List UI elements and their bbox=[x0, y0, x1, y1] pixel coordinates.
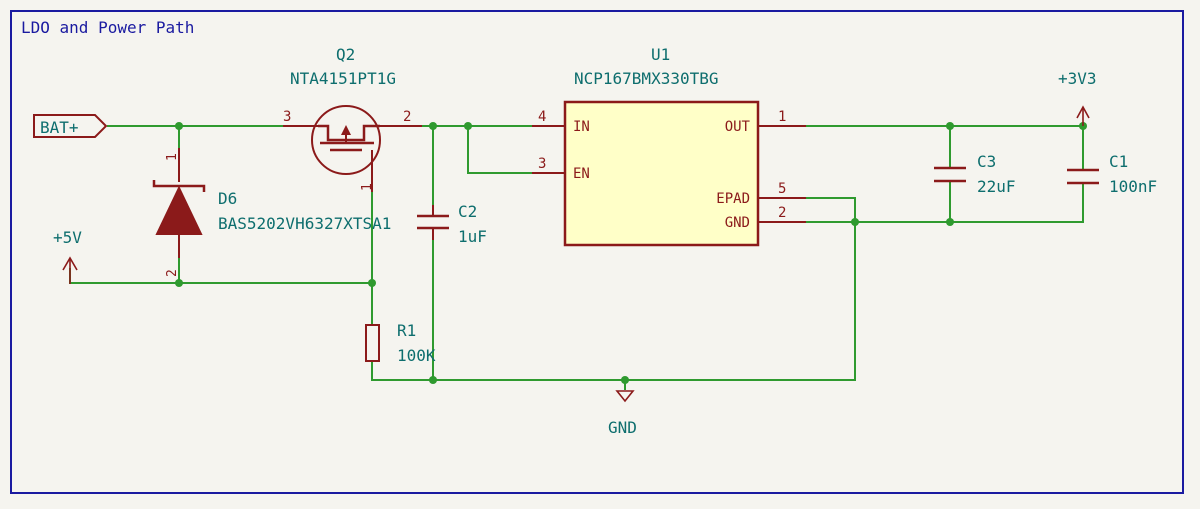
power-gnd: GND bbox=[608, 390, 637, 437]
junction bbox=[464, 122, 472, 130]
u1-value: NCP167BMX330TBG bbox=[574, 69, 719, 88]
wire-5v-rail bbox=[69, 268, 372, 284]
u1-ref: U1 bbox=[651, 45, 670, 64]
wire-out-rail bbox=[806, 125, 1084, 160]
capacitor-c2: C2 1uF bbox=[417, 202, 487, 246]
d6-ref: D6 bbox=[218, 189, 237, 208]
junction bbox=[175, 279, 183, 287]
c2-ref: C2 bbox=[458, 202, 477, 221]
sheet-title: LDO and Power Path bbox=[21, 18, 194, 37]
ic-u1: 4 3 1 5 2 IN EN OUT EPAD GND U1 NCP167BM… bbox=[532, 45, 806, 247]
diode-cathode-bar-icon bbox=[152, 180, 206, 192]
power-3v3: +3V3 bbox=[1058, 69, 1097, 126]
wire-gnd-rail bbox=[371, 222, 856, 381]
power-arrow-icon bbox=[1076, 105, 1090, 119]
u1-pin-en-num: 3 bbox=[538, 156, 546, 172]
sheet-frame bbox=[10, 10, 1184, 494]
d6-value: BAS5202VH6327XTSA1 bbox=[218, 214, 391, 233]
wire-en-tie bbox=[467, 126, 532, 174]
bat-label-outline bbox=[33, 114, 108, 138]
junction bbox=[368, 279, 376, 287]
d6-pin-a-num: 2 bbox=[165, 269, 180, 277]
wire-epad-tie bbox=[806, 197, 856, 222]
u1-pin-out-name: OUT bbox=[725, 119, 751, 135]
mosfet-q2: 3 2 1 Q2 NTA4151PT1G bbox=[283, 45, 422, 192]
u1-pin-in-num: 4 bbox=[538, 109, 546, 125]
wire-gnd-right bbox=[806, 195, 1084, 223]
u1-pin-en-name: EN bbox=[573, 166, 590, 182]
q2-pin-drain-num: 2 bbox=[403, 109, 411, 125]
capacitor-c3: C3 22uF bbox=[934, 152, 1016, 196]
resistor-body-icon bbox=[365, 324, 380, 362]
u1-body bbox=[563, 100, 760, 247]
junction bbox=[621, 376, 629, 384]
q2-pin-gate-num: 1 bbox=[360, 183, 375, 191]
c3-ref: C3 bbox=[977, 152, 996, 171]
c3-value: 22uF bbox=[977, 177, 1016, 196]
mosfet-arrow-icon bbox=[341, 125, 351, 135]
junction bbox=[946, 218, 954, 226]
r1-value: 100K bbox=[397, 346, 436, 365]
power-arrow-icon bbox=[62, 256, 78, 271]
resistor-r1: R1 100K bbox=[365, 321, 436, 365]
power-3v3-label: +3V3 bbox=[1058, 69, 1097, 88]
junction bbox=[175, 122, 183, 130]
junction bbox=[946, 122, 954, 130]
capacitor-c1: C1 100nF bbox=[1067, 152, 1157, 196]
diode-triangle-icon bbox=[155, 185, 203, 235]
power-5v-label: +5V bbox=[53, 228, 82, 247]
bat-label-text: BAT+ bbox=[40, 118, 79, 137]
q2-pin-source-num: 3 bbox=[283, 109, 291, 125]
u1-pin-gnd-num: 2 bbox=[778, 205, 786, 221]
u1-pin-in-name: IN bbox=[573, 119, 590, 135]
junction bbox=[429, 122, 437, 130]
gnd-label: GND bbox=[608, 418, 637, 437]
c2-value: 1uF bbox=[458, 227, 487, 246]
q2-value: NTA4151PT1G bbox=[290, 69, 396, 88]
u1-pin-epad-num: 5 bbox=[778, 181, 786, 197]
junction bbox=[851, 218, 859, 226]
q2-ref: Q2 bbox=[336, 45, 355, 64]
d6-pin-k-num: 1 bbox=[165, 153, 180, 161]
c1-ref: C1 bbox=[1109, 152, 1128, 171]
c1-value: 100nF bbox=[1109, 177, 1157, 196]
power-5v: +5V bbox=[53, 228, 82, 284]
u1-pin-epad-name: EPAD bbox=[716, 191, 750, 207]
u1-pin-gnd-name: GND bbox=[725, 215, 750, 231]
junction bbox=[429, 376, 437, 384]
ground-icon bbox=[615, 390, 635, 403]
net-label-bat: BAT+ bbox=[33, 114, 108, 138]
r1-ref: R1 bbox=[397, 321, 416, 340]
mosfet-circle-icon bbox=[311, 105, 381, 175]
u1-pin-out-num: 1 bbox=[778, 109, 786, 125]
diode-d6: 1 2 D6 BAS5202VH6327XTSA1 bbox=[152, 148, 391, 277]
junctions bbox=[175, 122, 1087, 384]
